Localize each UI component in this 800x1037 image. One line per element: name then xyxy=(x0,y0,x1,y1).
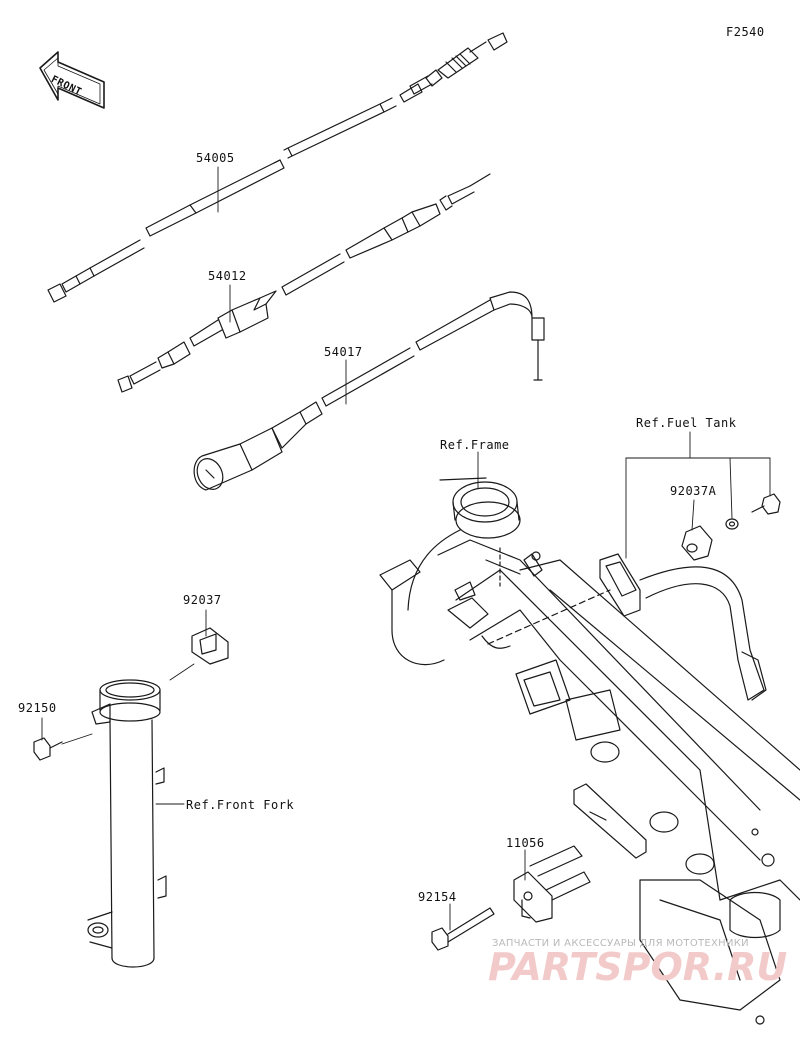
part-label-54012: 54012 xyxy=(208,269,247,283)
ref-front-fork: Ref.Front Fork xyxy=(186,798,295,812)
clamp-92037 xyxy=(191,627,229,665)
part-label-92150: 92150 xyxy=(18,701,57,715)
part-label-92037A: 92037A xyxy=(670,484,717,498)
bolt-92150 xyxy=(33,737,63,761)
part-label-54005: 54005 xyxy=(196,151,235,165)
fuel-tank-bracket xyxy=(599,553,767,701)
watermark-brand: PARTSPOR.RU xyxy=(488,945,787,989)
throttle-cable-54012 xyxy=(117,173,491,393)
ref-frame: Ref.Frame xyxy=(440,438,510,452)
washer xyxy=(725,518,739,530)
bolt-fuel-tank xyxy=(751,493,781,515)
watermark-tagline: ЗАПЧАСТИ И АКСЕССУАРЫ ДЛЯ МОТОТЕХНИКИ xyxy=(492,938,749,949)
part-label-92037: 92037 xyxy=(183,593,222,607)
frame-drawing xyxy=(379,477,800,1025)
diagram-code: F2540 xyxy=(726,25,765,39)
watermark-logo: PARTSPOR.RU xyxy=(488,945,787,989)
ref-fuel-tank: Ref.Fuel Tank xyxy=(636,416,737,430)
part-label-11056: 11056 xyxy=(506,836,545,850)
choke-cable-54017 xyxy=(193,291,545,491)
clamp-92037A xyxy=(681,525,713,561)
front-fork-drawing xyxy=(87,679,167,968)
leader-lines xyxy=(41,166,771,931)
part-label-92154: 92154 xyxy=(418,890,457,904)
clutch-cable-54005 xyxy=(47,32,508,303)
part-label-54017: 54017 xyxy=(324,345,363,359)
bracket-11056 xyxy=(513,845,591,923)
bolt-92154 xyxy=(431,907,495,951)
front-arrow-icon xyxy=(39,51,105,109)
